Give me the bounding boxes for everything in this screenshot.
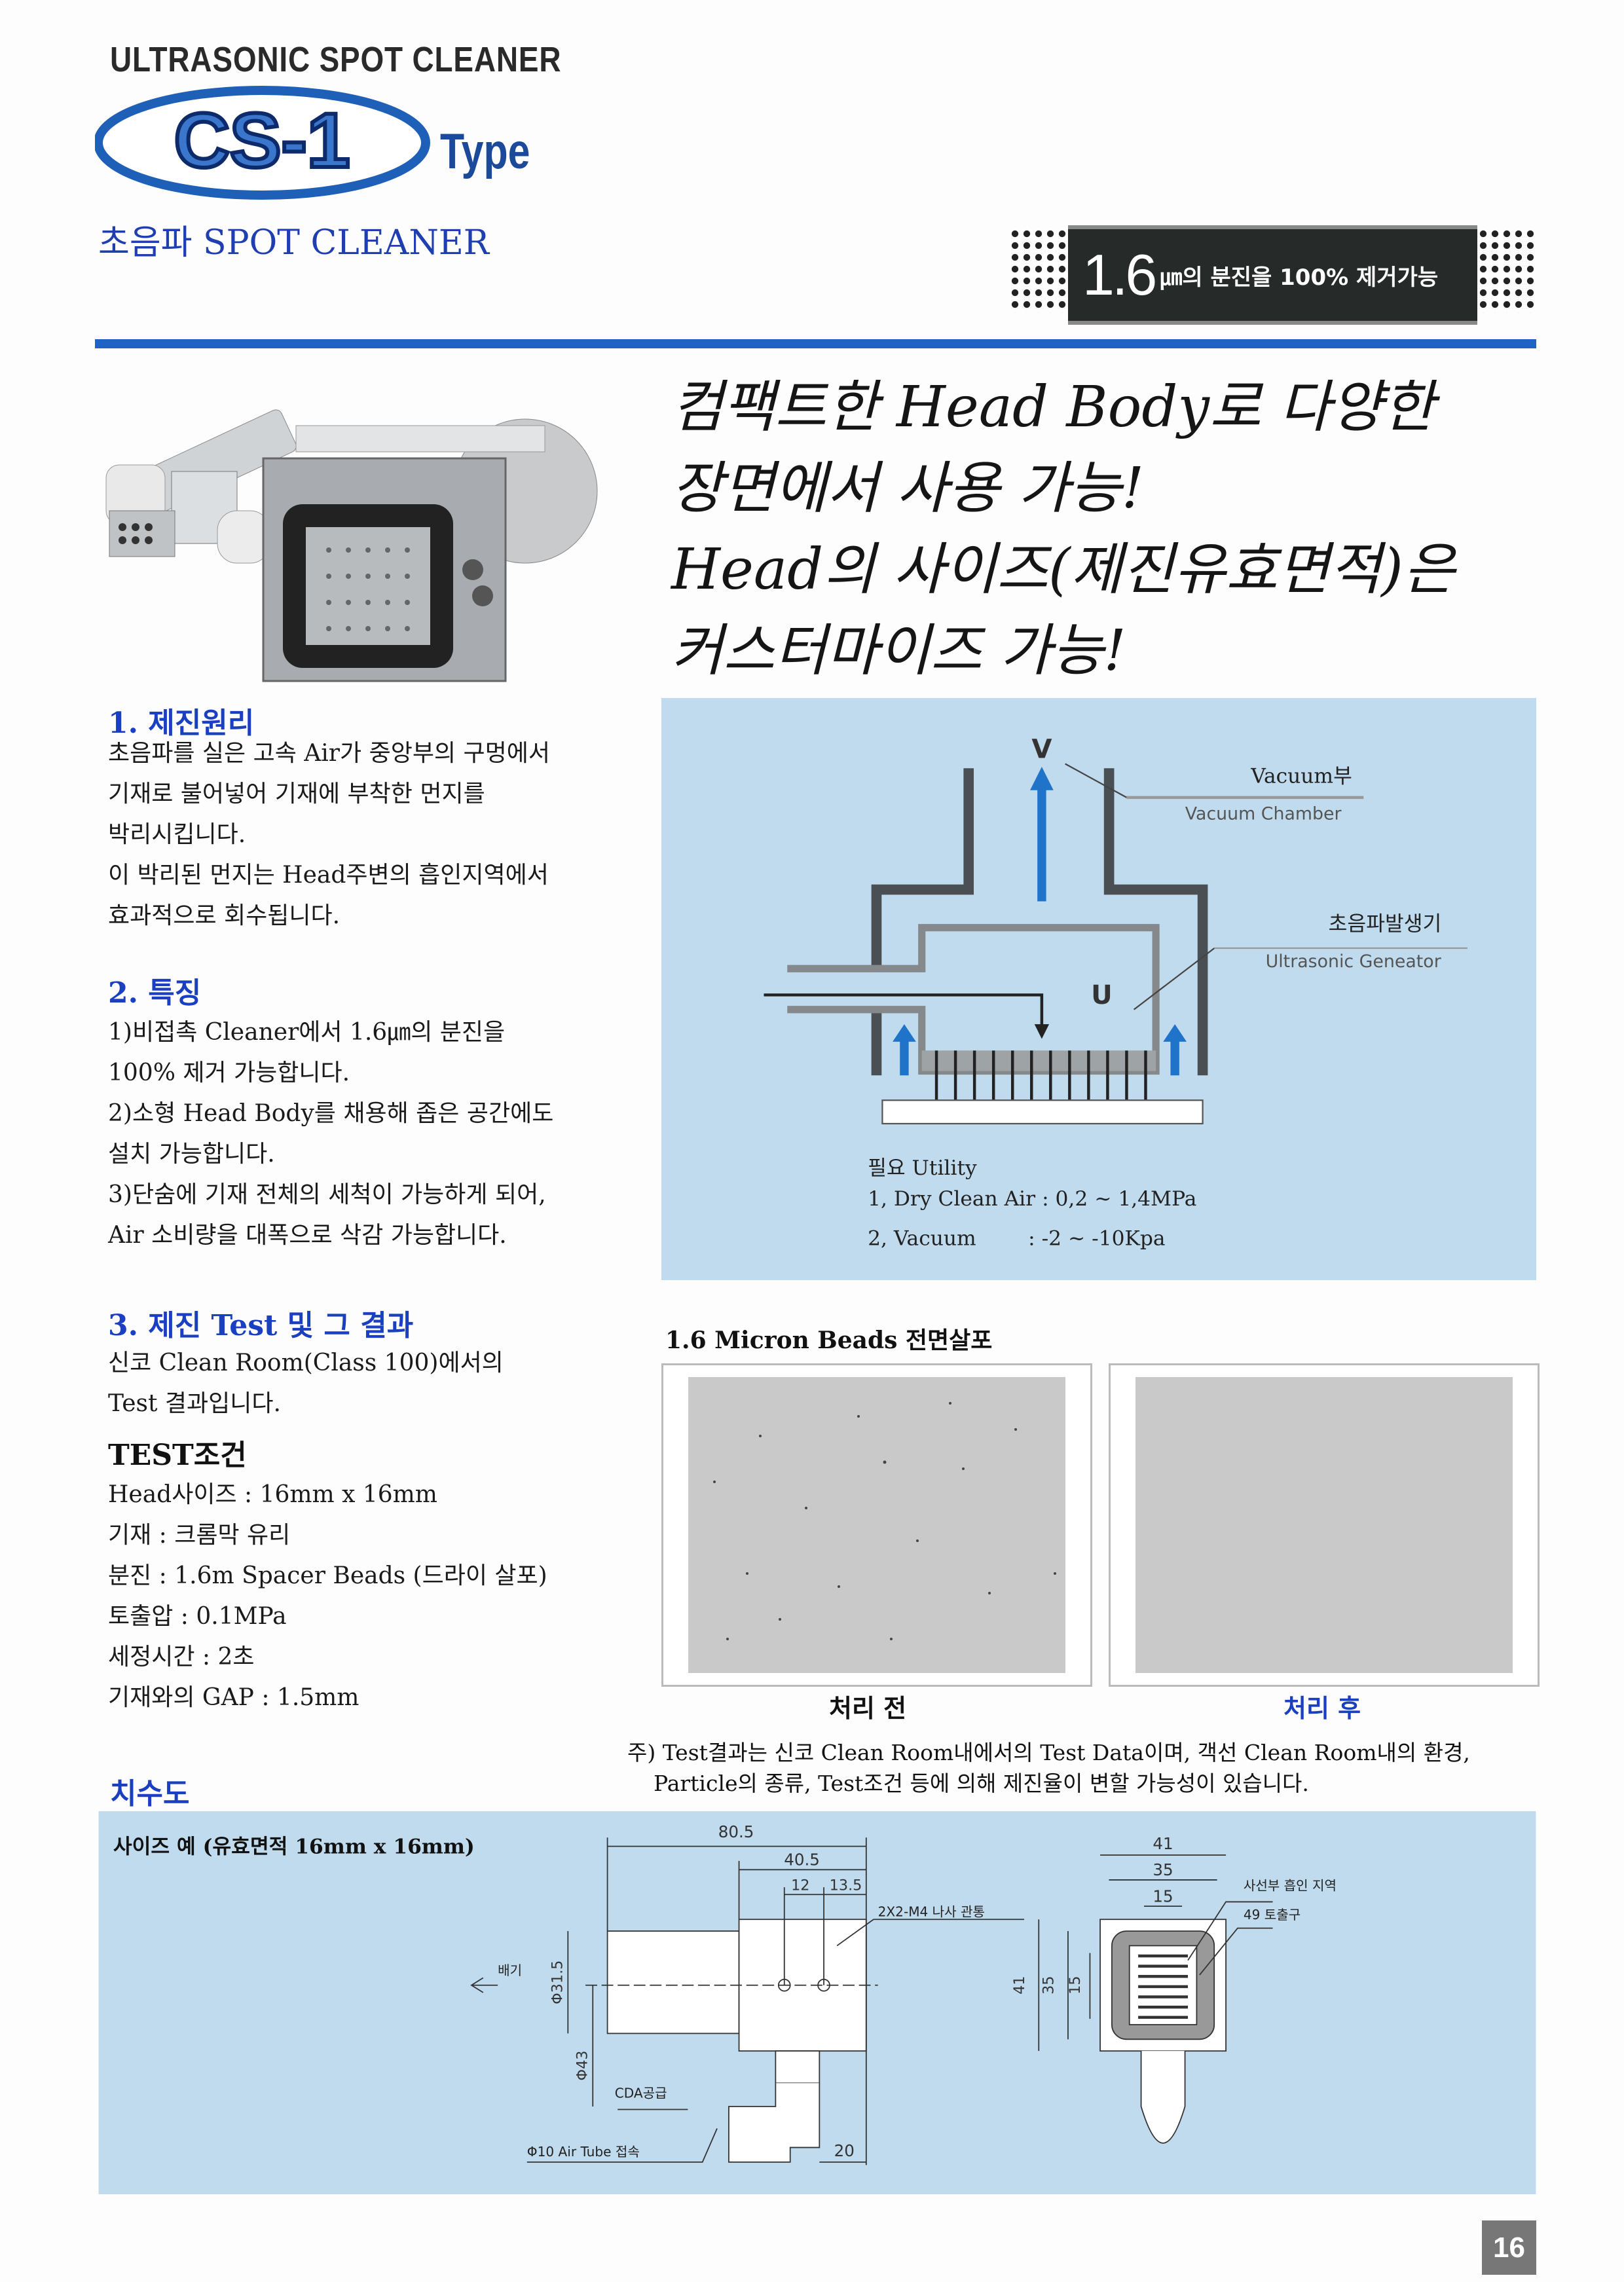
photo-before (661, 1363, 1092, 1687)
condition-item: 기재와의 GAP : 1.5mm (108, 1684, 360, 1711)
body-line: 박리시킵니다. (108, 821, 246, 848)
divider (95, 339, 1536, 348)
dim-35-side: 35 (1041, 1976, 1058, 1995)
headline-line: 커스터마이즈 가능! (671, 618, 1126, 684)
body-line: 신코 Clean Room(Class 100)에서의 (108, 1350, 504, 1376)
section-features-title: 2. 특징 (108, 976, 202, 1010)
dimension-drawing: 사이즈 예 (유효면적 16mm x 16mm) 80.5 40.5 12 13… (98, 1811, 1536, 2194)
body-line: Test 결과입니다. (108, 1390, 281, 1417)
badge-number: 1.6 (1082, 242, 1157, 307)
results-note-1: 주) Test결과는 신코 Clean Room내에서의 Test Data이며… (627, 1740, 1470, 1765)
dim-12: 12 (791, 1877, 809, 1894)
logo-text: CS-1 (174, 98, 350, 184)
body-line: 3)단숨에 기재 전체의 세척이 가능하게 되어, (108, 1181, 546, 1208)
product-subtitle: 초음파 SPOT CLEANER (98, 223, 489, 263)
vacuum-en-label: Vacuum Chamber (1185, 803, 1342, 824)
product-photo (105, 409, 598, 682)
suction-area-label: 사선부 흡인 지역 (1244, 1878, 1337, 1894)
dim-41-top: 41 (1153, 1834, 1173, 1853)
cs1-logo: CS-1 (95, 86, 430, 200)
after-substrate (1135, 1377, 1513, 1673)
front-nozzle-grid (1138, 1954, 1189, 2019)
u-label: U (1091, 980, 1113, 1010)
body-line: 2)소형 Head Body를 채용해 좁은 공간에도 (108, 1100, 554, 1127)
side-view (470, 1837, 1024, 2165)
dim-20: 20 (834, 2141, 855, 2160)
ultrasonic-body (787, 924, 1160, 1075)
condition-item: 세정시간 : 2초 (108, 1644, 255, 1670)
utility-vacuum: 2, Vacuum : -2 ~ -10Kpa (868, 1226, 1165, 1250)
dim-13-5: 13.5 (830, 1877, 862, 1894)
feature-badge: 1.6 ㎛의 분진을 100% 제거가능 (1009, 223, 1536, 325)
body-line: 기재로 불어넣어 기재에 부착한 먼지를 (108, 781, 485, 807)
photo-after (1109, 1363, 1540, 1687)
nozzle-label: 49 토출구 (1244, 1907, 1301, 1923)
dot-pattern-left (1009, 228, 1068, 313)
cda-label: CDA공급 (615, 2086, 667, 2101)
body-line: 효과적으로 회수됩니다. (108, 902, 341, 929)
headline: 컴팩트한 Head Body로 다양한 장면에서 사용 가능! Head의 사이… (671, 367, 1455, 691)
vacuum-kr-label: Vacuum부 (1250, 765, 1352, 788)
body-line: 100% 제거 가능합니다. (108, 1059, 350, 1086)
utility-air: 1, Dry Clean Air : 0,2 ~ 1,4MPa (868, 1187, 1196, 1211)
results-title: 1.6 Micron Beads 전면살포 (665, 1327, 993, 1354)
section-principle-body: 초음파를 실은 고속 Air가 중앙부의 구멍에서 기재로 불어넣어 기재에 부… (108, 733, 550, 936)
test-conditions-list: Head사이즈 : 16mm x 16mm 기재 : 크롬막 유리 분진 : 1… (108, 1475, 547, 1718)
badge-text: ㎛의 분진을 100% 제거가능 (1160, 264, 1439, 291)
generator-kr-label: 초음파발생기 (1329, 912, 1442, 936)
dim-40-5: 40.5 (784, 1850, 820, 1869)
vacuum-housing (871, 768, 1208, 1076)
condition-item: 분진 : 1.6m Spacer Beads (드라이 살포) (108, 1562, 547, 1589)
type-label: Type (440, 124, 530, 179)
before-caption: 처리 전 (829, 1694, 907, 1723)
dim-phi43: Φ43 (574, 2051, 591, 2081)
air-jet-arrows (934, 1050, 1147, 1101)
tube-label: Φ10 Air Tube 접속 (527, 2144, 640, 2160)
body-line: 초음파를 실은 고속 Air가 중앙부의 구멍에서 (108, 740, 550, 767)
headline-line: 장면에서 사용 가능! (671, 456, 1145, 521)
dim-35-top: 35 (1153, 1860, 1173, 1879)
utility-title: 필요 Utility (868, 1156, 977, 1180)
condition-item: 기재 : 크롬막 유리 (108, 1522, 291, 1549)
exhaust-label: 배기 (498, 1962, 522, 1978)
condition-item: Head사이즈 : 16mm x 16mm (108, 1481, 437, 1508)
results-note-2: Particle의 종류, Test조건 등에 의해 제진율이 변할 가능성이 … (654, 1771, 1309, 1796)
dimensions-title: 치수도 (110, 1777, 190, 1811)
section-test-title: 3. 제진 Test 및 그 결과 (108, 1309, 414, 1342)
dim-phi31-5: Φ31.5 (549, 1960, 566, 2004)
dimension-caption: 사이즈 예 (유효면적 16mm x 16mm) (113, 1835, 475, 1859)
suction-arrows (893, 766, 1187, 1076)
page-number: 16 (1482, 2220, 1536, 2275)
principle-diagram: V U Vacuum부 Vacuum Chamber 초음파발생기 Ultras… (661, 698, 1536, 1280)
dim-15-top: 15 (1153, 1886, 1173, 1905)
screw-label: 2X2-M4 나사 관통 (878, 1904, 985, 1920)
generator-en-label: Ultrasonic Geneator (1266, 951, 1442, 972)
particle-dots (713, 1402, 1056, 1640)
before-substrate (688, 1377, 1065, 1673)
body-line: 설치 가능합니다. (108, 1141, 275, 1168)
body-line: 이 박리된 먼지는 Head주변의 흡인지역에서 (108, 862, 549, 889)
headline-line: Head의 사이즈(제진유효면적)은 (671, 537, 1455, 602)
body-line: 1)비접촉 Cleaner에서 1.6㎛의 분진을 (108, 1019, 506, 1046)
section-test-body: 신코 Clean Room(Class 100)에서의 Test 결과입니다. (108, 1343, 504, 1424)
section-features-body: 1)비접촉 Cleaner에서 1.6㎛의 분진을 100% 제거 가능합니다.… (108, 1012, 553, 1256)
product-kicker: ULTRASONIC SPOT CLEANER (110, 40, 562, 79)
headline-line: 컴팩트한 Head Body로 다양한 (671, 375, 1435, 440)
section-principle-title: 1. 제진원리 (108, 707, 255, 740)
condition-item: 토출압 : 0.1MPa (108, 1603, 287, 1630)
nozzle-grid (326, 547, 410, 631)
body-line: Air 소비량을 대폭으로 삭감 가능합니다. (108, 1222, 507, 1249)
test-conditions-title: TEST조건 (108, 1439, 247, 1472)
dim-41-side: 41 (1011, 1976, 1028, 1995)
after-caption: 처리 후 (1283, 1694, 1361, 1723)
dim-80-5: 80.5 (718, 1822, 754, 1841)
dot-pattern-right (1477, 228, 1536, 313)
dim-15-side: 15 (1067, 1976, 1084, 1995)
v-label: V (1031, 735, 1052, 765)
